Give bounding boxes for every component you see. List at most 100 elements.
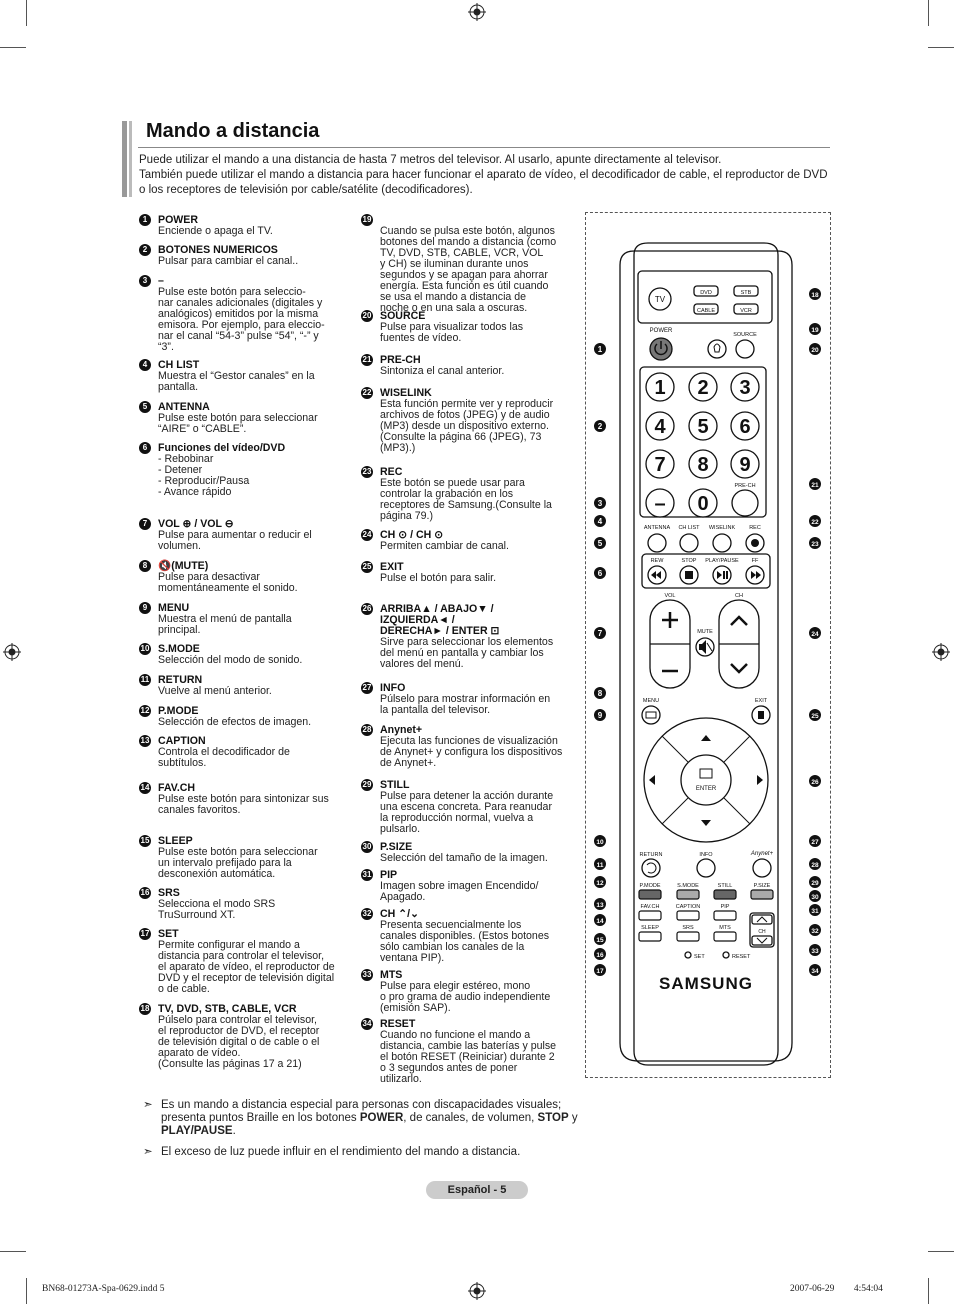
callout-number: 12 [596,880,604,887]
callout-marker [809,323,821,335]
callout-marker [594,858,606,870]
button-description-text: Pulse para desactivar momentáneamente el… [158,571,298,594]
sleep-button[interactable] [638,931,662,942]
smode-button[interactable] [676,889,700,900]
callout-number: 22 [811,519,819,526]
callout-marker [809,709,821,721]
callout-marker [594,420,606,432]
set-button[interactable] [684,951,692,959]
button-description-text: Púlselo para controlar el televisor, el … [158,1014,320,1070]
enter-button[interactable] [680,754,732,806]
dvd-button[interactable] [693,285,719,297]
still-button[interactable] [713,889,737,900]
number-marker: 16 [139,887,151,899]
number-marker: 24 [361,529,373,541]
pip-label: PIP [721,904,730,910]
digit-button[interactable] [645,488,675,518]
tv-button[interactable] [648,287,672,311]
cable-button[interactable] [693,303,719,315]
callout-number: 19 [811,327,819,334]
info-button[interactable] [696,858,716,878]
wiselink-button[interactable] [712,533,732,553]
light-button[interactable] [707,339,727,359]
callout-marker [809,890,821,902]
chlist-button[interactable] [679,533,699,553]
callout-marker [594,515,606,527]
caption-button[interactable] [676,910,700,921]
favch-button[interactable] [638,910,662,921]
button-description-text: Permiten cambiar de canal. [380,540,509,552]
number-marker: 32 [361,908,373,920]
button-description-text: Imagen sobre imagen Encendido/ Apagado. [380,880,539,903]
mts-button[interactable] [713,931,737,942]
return-button[interactable] [641,858,661,878]
callout-number: 3 [598,499,603,508]
registration-mark-icon [468,1282,486,1300]
number-marker: 18 [139,1003,151,1015]
number-marker: 11 [139,674,151,686]
callout-marker [594,497,606,509]
arrow-right-icon [757,775,763,785]
digit-button[interactable] [730,372,760,402]
reset-label: RESET [732,954,751,960]
digit-button[interactable] [688,449,718,479]
psize-button[interactable] [750,889,774,900]
title-accent-bar [122,121,127,197]
stb-button[interactable] [733,285,759,297]
number-marker: 12 [139,705,151,717]
callout-number: 24 [811,631,819,638]
callout-marker [594,898,606,910]
button-description: 8🔇(MUTE)Pulse para desactivar momentánea… [139,560,354,594]
digit-button[interactable] [688,372,718,402]
button-name: STILL [380,779,410,791]
number-marker: 29 [361,779,373,791]
callout-number: 6 [598,569,603,578]
channel-up-icon [730,615,748,626]
number-marker: 20 [361,310,373,322]
digit-button[interactable] [688,488,718,518]
callout-number: 2 [598,422,603,431]
prech-button[interactable] [731,489,759,517]
digit-button[interactable] [645,449,675,479]
caption-label: CAPTION [676,904,700,910]
digit-button[interactable] [645,411,675,441]
callout-marker [594,567,606,579]
digit-button[interactable] [730,411,760,441]
antenna-button[interactable] [647,533,667,553]
callout-marker [594,964,606,976]
pmode-button[interactable] [638,889,662,900]
button-description-text: Pulse para visualizar todos las fuentes … [380,321,524,344]
digit-label: 6 [739,416,750,438]
digit-label: 3 [739,377,750,399]
callout-marker [809,537,821,549]
fast-forward-icon [751,571,761,579]
pip-button[interactable] [713,910,737,921]
vcr-button[interactable] [733,303,759,315]
callout-marker [594,933,606,945]
transport-panel [641,553,771,589]
callout-number: 1 [598,345,603,354]
number-marker: 34 [361,1018,373,1030]
source-button[interactable] [735,339,755,359]
digit-button[interactable] [645,372,675,402]
cable-button-label: CABLE [697,308,715,314]
button-description-text: Pulse el botón para salir. [380,572,497,584]
number-marker: 15 [139,835,151,847]
digit-button[interactable] [688,411,718,441]
digit-label: 1 [654,377,665,399]
anynet-button[interactable] [752,858,772,878]
digit-label: – [654,493,665,515]
callout-marker [594,948,606,960]
digit-button[interactable] [730,449,760,479]
srs-button[interactable] [676,931,700,942]
callout-marker [809,858,821,870]
button-description-text: Permite configurar el mando a distancia … [158,939,335,995]
menu-button[interactable] [641,705,661,725]
reset-button[interactable] [722,951,730,959]
